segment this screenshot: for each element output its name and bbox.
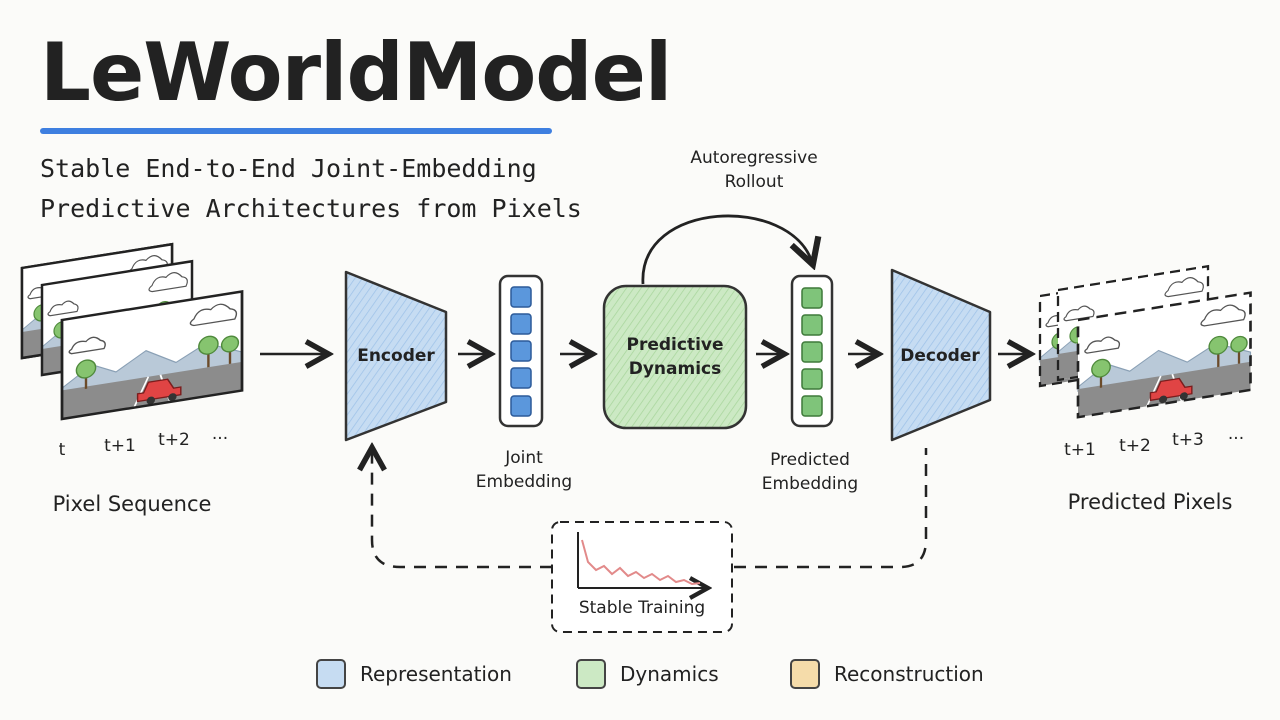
legend-label-reconstruction: Reconstruction	[834, 662, 984, 686]
representation-swatch	[316, 659, 346, 689]
predictive-dynamics-box	[602, 284, 748, 430]
loss-curve-plot	[577, 532, 706, 588]
legend-item-representation: Representation	[316, 656, 512, 692]
legend-label-representation: Representation	[360, 662, 512, 686]
frame-label-t2: t+2	[158, 430, 190, 450]
rollout-arrow	[641, 214, 812, 285]
encoder-label: Encoder	[357, 346, 435, 366]
dynamics-swatch	[576, 659, 606, 689]
pixel-sequence-caption: Pixel Sequence	[52, 492, 212, 516]
frame-label-t: t	[58, 440, 66, 460]
decoder-shape	[890, 268, 992, 442]
rollout-label: Autoregressive Rollout	[690, 148, 818, 192]
predictive-dynamics-label: Predictive Dynamics	[626, 335, 724, 379]
out-frame-label-t3: t+3	[1172, 430, 1204, 450]
frame-label-t1: t+1	[104, 436, 136, 456]
joint-embedding-cells	[510, 286, 532, 417]
legend-item-reconstruction: Reconstruction	[790, 656, 984, 692]
joint-embedding-label: Joint Embedding	[475, 448, 573, 492]
out-frame-label-t1: t+1	[1064, 440, 1096, 460]
legend-label-dynamics: Dynamics	[620, 662, 719, 686]
predicted-embedding-cells	[801, 287, 823, 417]
predicted-pixel-frames	[1038, 264, 1252, 419]
stable-training-label: Stable Training	[578, 598, 706, 618]
title-underline	[40, 128, 552, 134]
out-frame-label-t2: t+2	[1119, 436, 1151, 456]
page-title: LeWorldModel	[40, 26, 672, 119]
decoder-label: Decoder	[900, 346, 980, 366]
pixel-sequence-frames	[20, 242, 244, 421]
reconstruction-swatch	[790, 659, 820, 689]
feedback-loop-left	[372, 450, 552, 569]
legend-item-dynamics: Dynamics	[576, 656, 719, 692]
subtitle-line-2: Predictive Architectures from Pixels	[40, 194, 582, 223]
out-frame-label-ellipsis: ...	[1227, 424, 1245, 444]
frame-label-ellipsis: ...	[211, 424, 229, 444]
subtitle-line-1: Stable End-to-End Joint-Embedding	[40, 154, 537, 183]
predicted-embedding-label: Predicted Embedding	[761, 450, 859, 494]
predicted-pixels-caption: Predicted Pixels	[1067, 490, 1233, 514]
encoder-shape	[344, 270, 448, 442]
